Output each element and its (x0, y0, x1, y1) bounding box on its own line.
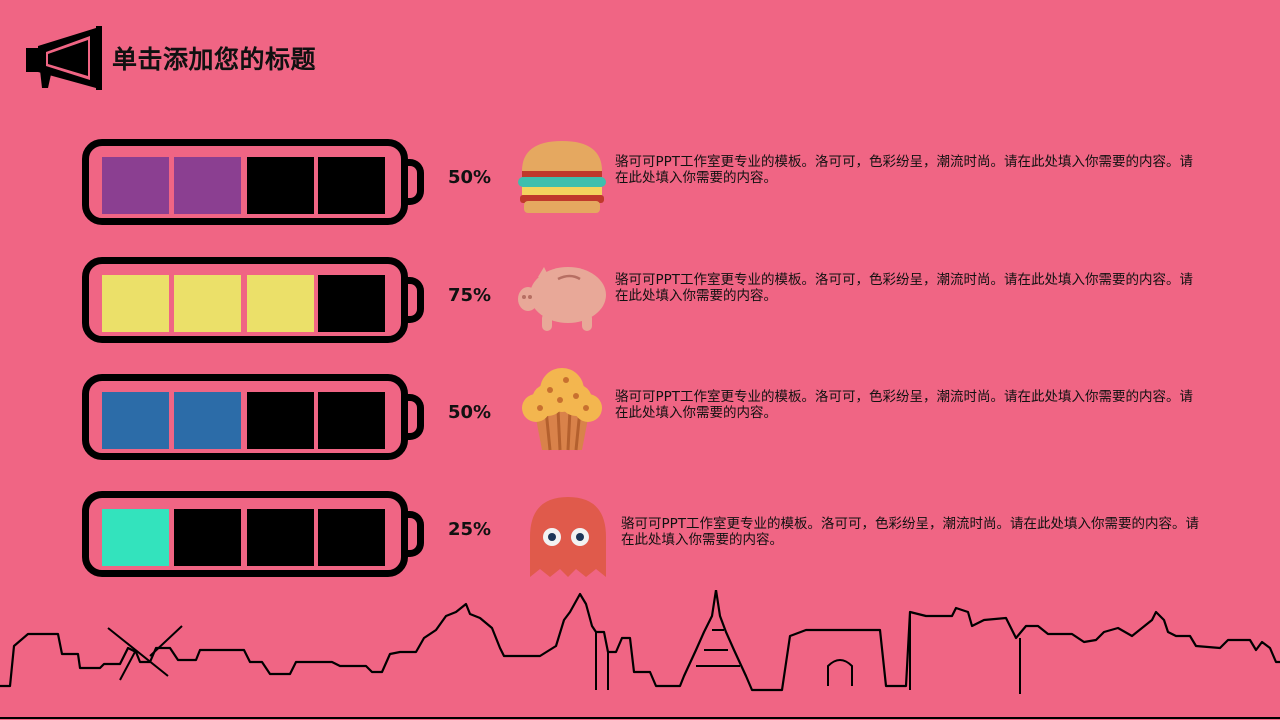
battery-cell (318, 157, 385, 214)
page-title: 单击添加您的标题 (112, 45, 317, 74)
description-text: 骆可可PPT工作室更专业的模板。洛可可，色彩纷呈，潮流时尚。请在此处填入你需要的… (615, 154, 1194, 186)
battery-cell (247, 275, 314, 332)
description-text: 骆可可PPT工作室更专业的模板。洛可可，色彩纷呈，潮流时尚。请在此处填入你需要的… (621, 516, 1200, 548)
battery-indicator (82, 257, 408, 343)
battery-cap (404, 159, 424, 205)
list-item: 50% 骆可可PPT工作室更专业的模板。洛可可，色彩纷呈，潮流时尚。请在此处填入… (0, 139, 1280, 239)
battery-cell (174, 392, 241, 449)
list-item: 50% 骆可可PPT工作室更专业的模板。洛可可，色彩纷呈，潮流时尚。请在此处填入… (0, 368, 1280, 474)
piggy-bank-icon (518, 267, 606, 331)
list-item: 25% 骆可可PPT工作室更专业的模板。洛可可，色彩纷呈，潮流时尚。请在此处填入… (0, 491, 1280, 591)
battery-cell (318, 275, 385, 332)
battery-cap (404, 394, 424, 440)
battery-indicator (82, 374, 408, 460)
percent-label: 25% (448, 519, 492, 540)
burger-icon (518, 141, 606, 213)
description-text: 骆可可PPT工作室更专业的模板。洛可可，色彩纷呈，潮流时尚。请在此处填入你需要的… (615, 272, 1194, 304)
battery-indicator (82, 491, 408, 577)
battery-cell (102, 275, 169, 332)
header: 单击添加您的标题 (24, 26, 316, 90)
description-text: 骆可可PPT工作室更专业的模板。洛可可，色彩纷呈，潮流时尚。请在此处填入你需要的… (615, 389, 1194, 421)
battery-cell (174, 157, 241, 214)
battery-cell (247, 392, 314, 449)
battery-cap (404, 277, 424, 323)
city-skyline-illustration (0, 590, 1280, 719)
battery-cell (318, 392, 385, 449)
battery-cell (174, 509, 241, 566)
percent-label: 50% (448, 167, 492, 188)
battery-indicator (82, 139, 408, 225)
battery-cap (404, 511, 424, 557)
battery-cell (102, 509, 169, 566)
battery-cell (247, 157, 314, 214)
battery-cell (247, 509, 314, 566)
megaphone-icon (26, 26, 102, 90)
battery-cell (102, 392, 169, 449)
battery-cell (318, 509, 385, 566)
percent-label: 50% (448, 402, 492, 423)
battery-cell (174, 275, 241, 332)
list-item: 75% 骆可可PPT工作室更专业的模板。洛可可，色彩纷呈，潮流时尚。请在此处填入… (0, 257, 1280, 357)
percent-label: 75% (448, 285, 492, 306)
ghost-icon (530, 497, 606, 577)
muffin-icon (522, 368, 602, 451)
battery-cell (102, 157, 169, 214)
